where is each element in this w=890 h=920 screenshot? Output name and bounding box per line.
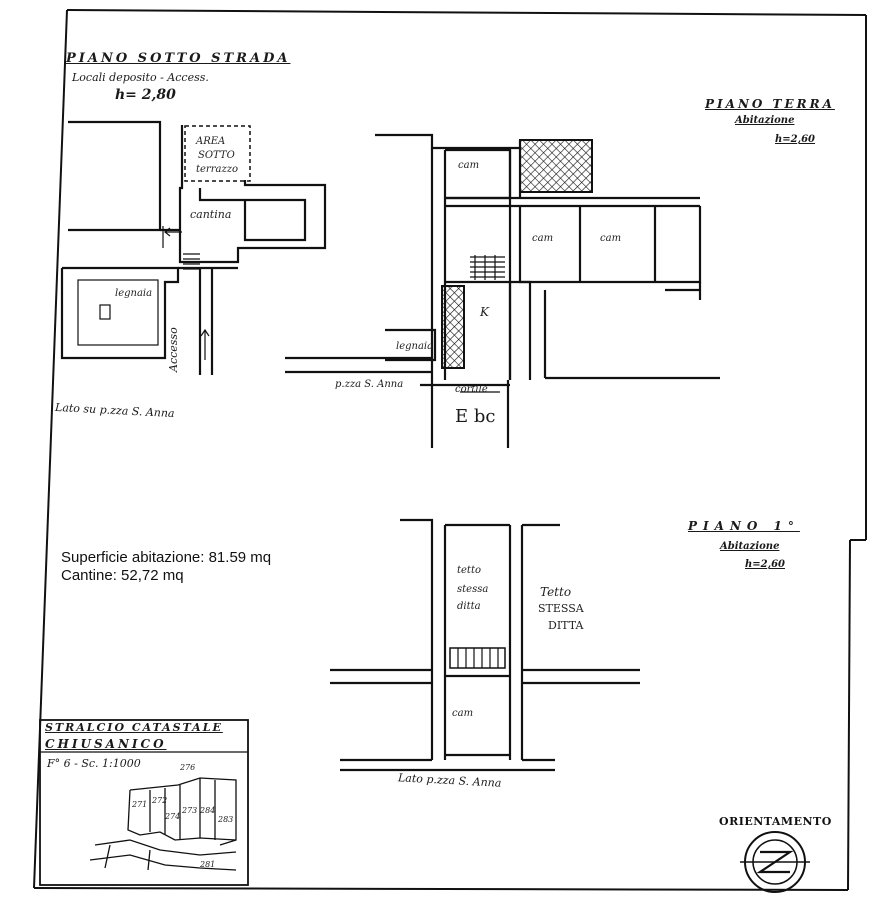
compass-symbol xyxy=(740,831,810,893)
terra-room-cam-top: cam xyxy=(458,160,480,171)
parcel-281: 281 xyxy=(200,860,216,869)
room-legnaia-label: legnaia xyxy=(115,288,153,299)
primo-tetto-2: Tetto xyxy=(540,585,572,599)
plan-sotto-strada xyxy=(60,120,327,375)
primo-tetto-1: tetto xyxy=(457,565,481,576)
parcel-272: 272 xyxy=(152,796,168,805)
primo-cam: cam xyxy=(452,708,474,719)
parcel-271: 271 xyxy=(132,800,148,809)
parcel-283: 283 xyxy=(218,815,234,824)
stralcio-map xyxy=(39,719,249,886)
terra-room-cam-right: cam xyxy=(600,233,622,244)
room-sotto-label: SOTTO xyxy=(198,150,235,161)
plan-primo xyxy=(330,518,640,772)
primo-ditta-2: DITTA xyxy=(548,619,584,632)
primo-title: PIANO 1° xyxy=(688,519,800,533)
sotto-strada-title: PIANO SOTTO STRADA xyxy=(66,51,291,66)
primo-subtitle: Abitazione xyxy=(720,541,780,552)
terra-room-cam-mid: cam xyxy=(532,233,554,244)
terra-room-k: K xyxy=(480,305,489,319)
stralcio-foglio: F° 6 - Sc. 1:1000 xyxy=(47,757,141,770)
terra-piazza-label: p.zza S. Anna xyxy=(335,379,404,390)
accesso-label: Accesso xyxy=(167,327,180,372)
parcel-276: 276 xyxy=(180,763,196,772)
stralcio-title: STRALCIO CATASTALE xyxy=(45,721,223,734)
sotto-strada-height: h= 2,80 xyxy=(115,87,176,103)
orientamento-label: ORIENTAMENTO xyxy=(719,815,832,828)
terra-title: PIANO TERRA xyxy=(705,97,835,111)
primo-stessa-2: STESSA xyxy=(538,602,584,615)
parcel-273: 273 xyxy=(182,806,198,815)
terra-subtitle: Abitazione xyxy=(735,115,795,126)
parcel-274: 274 xyxy=(165,812,181,821)
terra-cortile-label: cortile xyxy=(455,384,488,395)
room-cantina-label: cantina xyxy=(190,208,232,221)
room-terrazzo-label: terrazzo xyxy=(196,164,239,175)
primo-height: h=2,60 xyxy=(745,559,786,570)
sheet-border xyxy=(33,9,867,891)
sotto-strada-subtitle: Locali deposito - Access. xyxy=(72,71,209,84)
plan-terra xyxy=(285,133,720,448)
area-cantine: Cantine: 52,72 mq xyxy=(61,567,184,584)
terra-room-legnaia: legnaia xyxy=(396,341,434,352)
primo-stessa-1: stessa xyxy=(457,584,489,595)
parcel-284: 284 xyxy=(200,806,216,815)
stralcio-comune: CHIUSANICO xyxy=(45,737,167,751)
primo-ditta-1: ditta xyxy=(457,601,481,612)
terra-height: h=2,60 xyxy=(775,134,816,145)
room-area-label: AREA xyxy=(196,136,226,147)
area-abitazione: Superficie abitazione: 81.59 mq xyxy=(61,549,272,566)
terra-ebc-label: E bc xyxy=(455,406,496,427)
